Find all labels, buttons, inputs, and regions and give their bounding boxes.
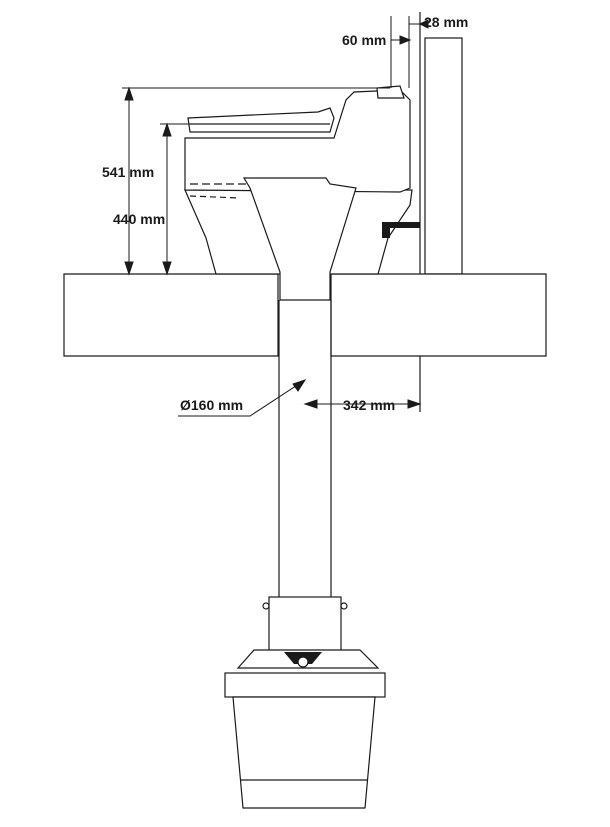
toilet-seat [187,107,335,133]
dim-342-arrow-right [407,399,422,409]
pipe-diameter-label: Ø160 mm [180,397,244,413]
coupling-screw-left [262,602,270,610]
dim-440-arrow-top [162,122,172,137]
dim-541-arrow-top [124,86,134,101]
seat-height-label: 440 mm [113,211,166,227]
latch-knob [297,656,309,668]
housing-base-line [189,195,241,199]
toilet-unit [184,85,420,301]
dim-342-arrow-left [303,399,318,409]
coupling-screw-right [340,602,348,610]
dim-60-arrow [399,35,412,45]
wall [424,37,463,275]
wall-gap-label: 28 mm [424,14,469,30]
total-height-label: 541 mm [102,164,155,180]
dim-28-arrow [418,19,429,29]
toilet-housing [184,89,411,193]
dim-440-arrow-bottom [162,261,172,276]
dim-541-arrow-bottom [124,261,134,276]
dim-160-leader [178,379,306,417]
wall-bracket [382,222,420,238]
pipe-coupling [268,596,342,654]
toilet-bowl-funnel [242,177,357,301]
pipe-to-wall-label: 342 mm [343,397,396,413]
rear-cap [376,85,405,99]
drop-pipe [278,300,332,597]
waste-container [232,696,376,809]
wall-offset-label: 60 mm [342,32,387,48]
dim-160-arrow [292,379,307,392]
container-rim [224,672,386,698]
